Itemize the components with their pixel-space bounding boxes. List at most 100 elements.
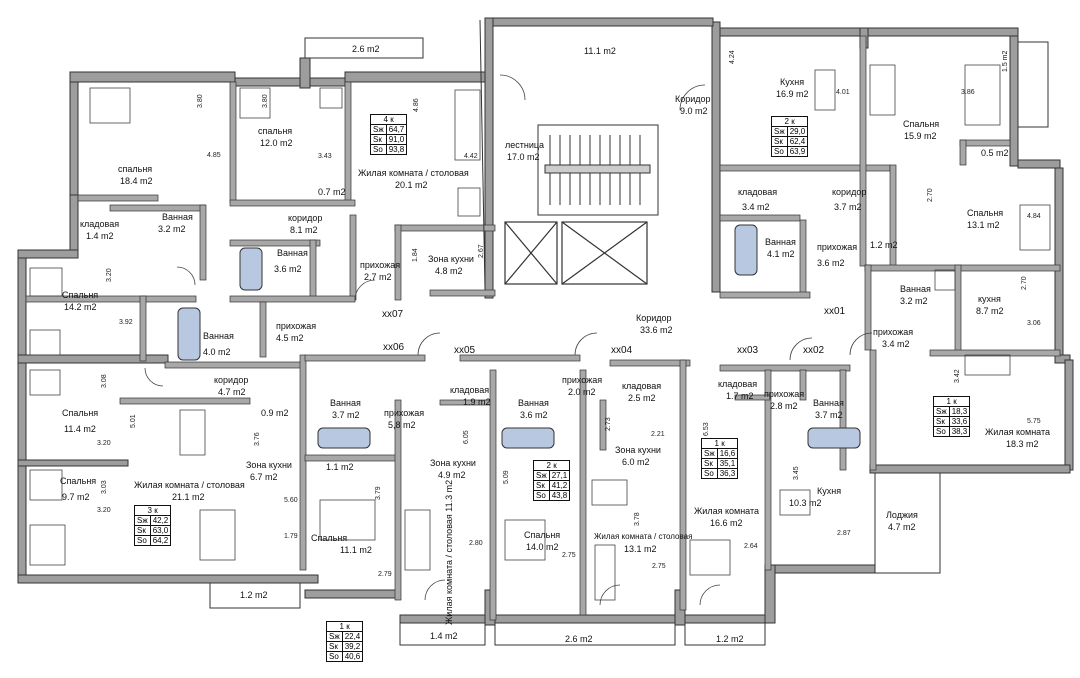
bed-114-name: Спальня [62,408,99,418]
area-value: 40,6 [341,651,364,662]
living-183-area: 18.3 m2 [1006,439,1039,449]
klad-14-name: кладовая [80,219,120,229]
balcony-b3-area: 1.2 m2 [716,634,744,644]
pri-20-name: прихожая [562,375,603,385]
area-label: Sк [326,641,343,652]
dim-386: 3.86 [961,89,975,96]
bath-37b-name: Ванная [813,398,844,408]
apartment-code-xx07: xx07 [382,309,404,320]
area-value: 64,2 [149,535,172,546]
exterior-walls [17,17,1074,626]
dim-605: 6.05 [463,430,470,444]
dim-560: 5.60 [284,497,298,504]
bath-40-name: Ванная [203,331,234,341]
kitchen-103-name: Кухня [817,486,842,496]
living-166-area: 16.6 m2 [710,518,743,528]
balcony-top-left-area: 2.6 m2 [352,44,380,54]
dim-275a: 2.75 [562,552,576,559]
kitchen-103-area: 10.3 m2 [789,498,822,508]
dim-184: 1.84 [412,248,419,262]
living-20-name: Жилая комната / столовая [358,168,469,178]
dim-486: 4.86 [413,98,420,112]
dim-273: 2.73 [605,417,612,431]
small-11b-area: 1.1 m2 [326,462,354,472]
bath-32-area: 3.2 m2 [158,224,186,234]
top-center-area: 11.1 m2 [584,46,616,56]
klad-14-area: 1.4 m2 [86,231,114,241]
balcony-bl-area: 1.2 m2 [240,590,268,600]
kor-37-area: 3.7 m2 [834,202,862,212]
bed-114-area: 11.4 m2 [64,424,96,434]
klad-34-name: кладовая [738,187,778,197]
pri-45-name: прихожая [276,321,317,331]
bed-111-area: 11.1 m2 [340,545,372,555]
loggia-name: Лоджия [886,510,918,520]
dim-342: 3.42 [954,369,961,383]
bed-142-name: Спальня [62,290,99,300]
area-value: 63,0 [149,525,172,536]
kitchen-87-area: 8.7 m2 [976,306,1004,316]
staircase [537,124,659,216]
pri-20-area: 2.0 m2 [568,387,596,397]
bath-37a-area: 3.7 m2 [332,410,360,420]
apartment-code-xx04: xx04 [611,345,633,356]
bed-18-area: 18.4 m2 [120,176,153,186]
area-value: 62,4 [786,136,809,147]
pri-27-area: 2.7 m2 [364,272,392,282]
pri-28-area: 2.8 m2 [770,401,798,411]
kor-37-name: коридор [832,187,867,197]
area-table-title: 1 к [339,622,350,631]
kitchen-169-name: Кухня [780,77,805,87]
bed-12-area: 12.0 m2 [260,138,293,148]
area-label: Sж [933,406,950,417]
area-label: Sж [326,631,343,642]
area-value: 42,2 [149,515,172,526]
area-value: 38,3 [948,426,971,437]
bath-37b-area: 3.7 m2 [815,410,843,420]
klad-17-name: кладовая [718,379,758,389]
bed-142-area: 14.2 m2 [64,302,97,312]
pri-28-name: прихожая [764,389,805,399]
area-table-title: 4 к [383,115,394,124]
area-label: Sж [134,515,151,526]
living-211-name: Жилая комната / столовая [134,480,245,490]
klad-19-name: кладовая [450,385,490,395]
pri-58-area: 5,8 m2 [388,420,416,430]
area-table-title: 2 к [784,117,795,126]
area-table-title: 2 к [546,461,557,470]
small-12-area: 1.2 m2 [870,240,898,250]
area-table-title: 1 к [946,397,957,406]
area-value: 93,8 [385,144,408,155]
living-166-name: Жилая комната [694,506,760,516]
bed-131-name: Спальня [967,208,1004,218]
loggia-area: 4.7 m2 [888,522,916,532]
area-value: 27,1 [548,470,571,481]
dim-279: 2.79 [378,571,392,578]
dim-485: 4.85 [207,152,221,159]
pri-36-area: 3.6 m2 [817,258,845,268]
area-label: So [134,535,151,546]
bed-159-area: 15.9 m2 [904,131,937,141]
bath-41-name: Ванная [765,237,796,247]
bath-32b-name: Ванная [900,284,931,294]
kitzone-48-name: Зона кухни [428,254,474,264]
dim-424: 4.24 [729,50,736,64]
living-131-name: Жилая комната / столовая [594,532,693,541]
bed-111-name: Спальня [311,533,348,543]
area-value: 35,1 [716,458,739,469]
area-label: Sк [134,525,151,536]
dim-653: 6.53 [703,422,710,436]
bath-32-name: Ванная [162,212,193,222]
small-07-area: 0.7 m2 [318,187,346,197]
area-value: 18,3 [948,406,971,417]
dim-221: 2.21 [651,431,665,438]
dim-303: 3.03 [101,480,108,494]
dim-401: 4.01 [836,89,850,96]
dim-267: 2.67 [478,244,485,258]
kitzone-48-area: 4.8 m2 [435,266,463,276]
small-09b-area: 0.9 m2 [261,408,289,418]
kitchen-87-name: кухня [978,294,1001,304]
